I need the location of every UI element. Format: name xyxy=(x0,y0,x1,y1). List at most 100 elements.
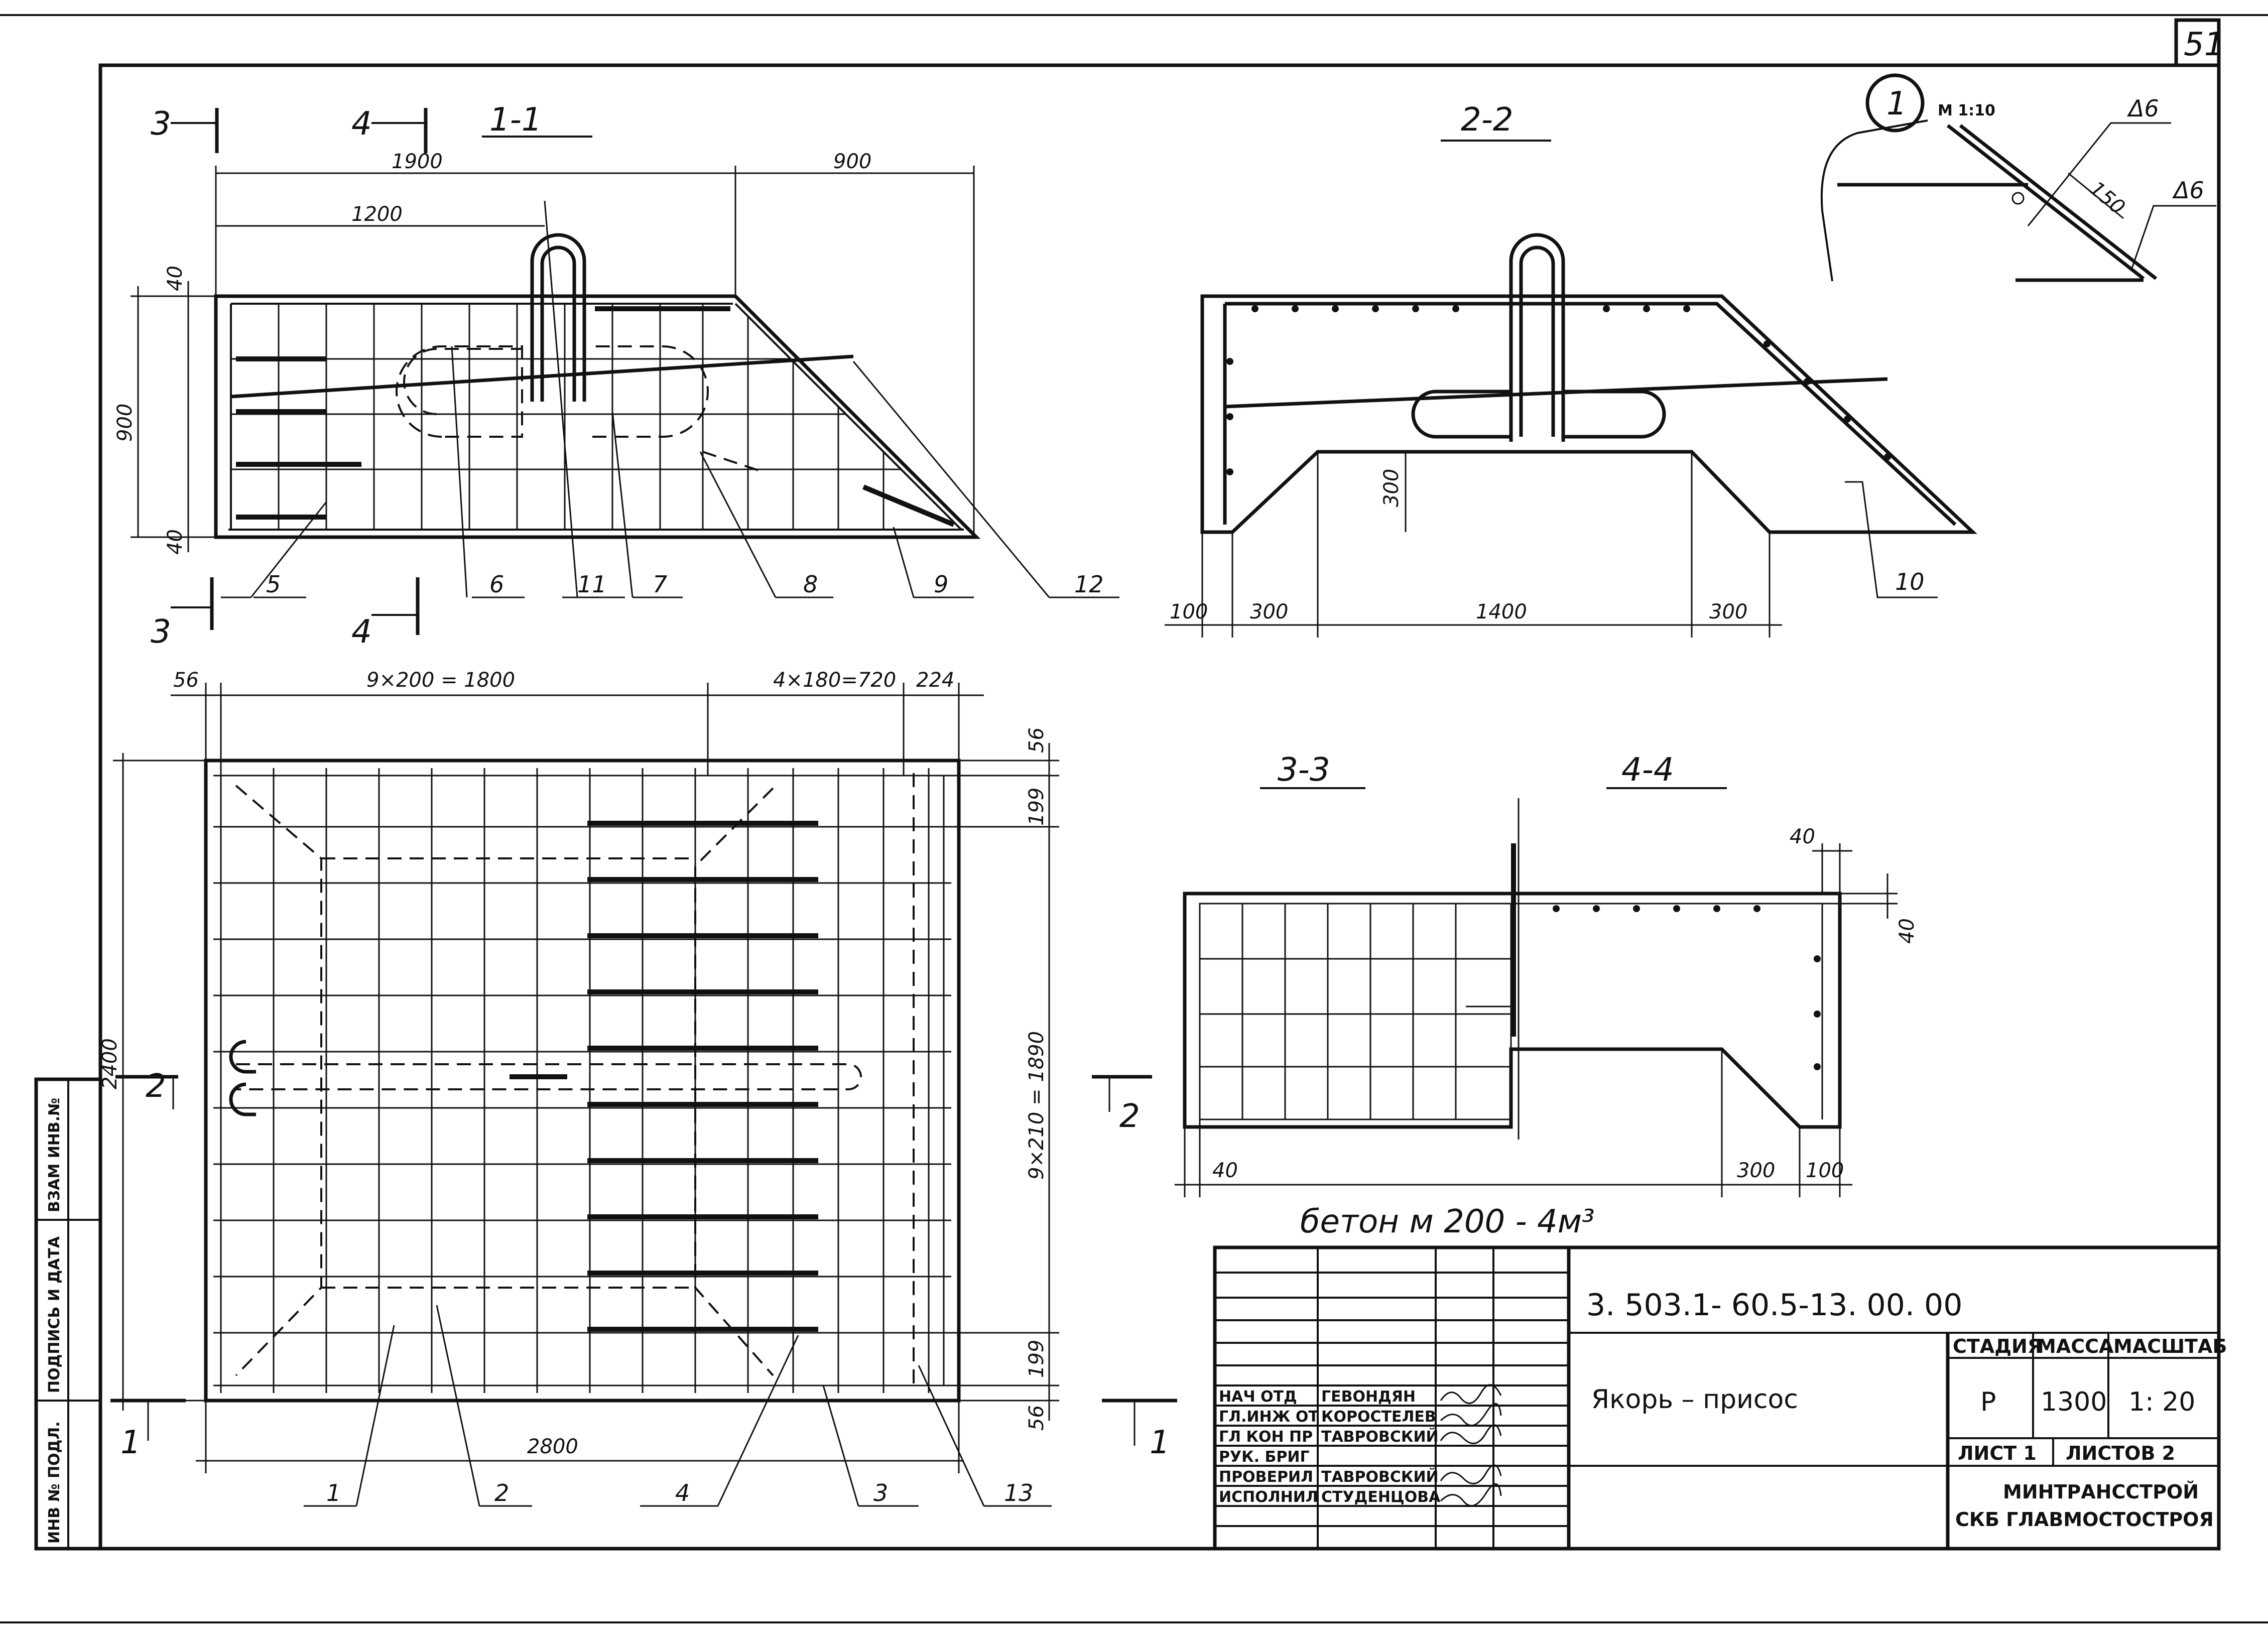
section-1-1-outline xyxy=(214,294,981,539)
side-stamp-vzam: ВЗАМ ИНВ.№ xyxy=(46,1098,63,1212)
detail-number: 1 xyxy=(1886,85,1907,122)
dim-300-right: 300 xyxy=(1709,600,1747,623)
plan-dim-56-top: 56 xyxy=(1025,727,1048,753)
detail-plate xyxy=(1959,124,2158,280)
anchor-loop xyxy=(1563,390,1666,439)
side-stamp-inv-no: ИНВ № ПОДЛ. xyxy=(46,1421,63,1544)
plan-dim-199-bottom: 199 xyxy=(1025,1340,1048,1378)
detail-break-line xyxy=(1820,119,1928,282)
role-1: ГЛ.ИНЖ ОТ xyxy=(1219,1408,1319,1426)
callout-7: 7 xyxy=(653,571,667,598)
dim-900-height: 900 xyxy=(113,404,137,442)
callout-3: 3 xyxy=(873,1479,888,1506)
rebar-dot xyxy=(1226,413,1233,420)
side-stamp: ИНВ № ПОДЛ. ПОДПИСЬ И ДАТА ВЗАМ ИНВ.№ xyxy=(34,1077,102,1551)
lifting-loop xyxy=(1509,233,1565,442)
dashed-recess xyxy=(235,785,322,1376)
s4-dim-40-side: 40 xyxy=(1896,918,1919,944)
scale-value: 1: 20 xyxy=(2128,1387,2195,1417)
org-line-1: МИНТРАНССТРОЙ xyxy=(2003,1481,2199,1503)
org-line-2: СКБ ГЛАВМОСТОСТРОЯ xyxy=(1955,1508,2214,1531)
signature xyxy=(1440,1403,1502,1426)
rebar-dot xyxy=(1814,1063,1821,1070)
rebar-dot xyxy=(1884,453,1891,460)
rebar-dot xyxy=(1753,905,1760,912)
signatures xyxy=(1440,1384,1502,1506)
s3-dim-100: 100 xyxy=(1806,1159,1844,1182)
rebar-dots-4-4 xyxy=(1553,905,1821,1070)
leader-line xyxy=(699,451,777,598)
leader-line xyxy=(1845,481,1938,598)
rebar-dot xyxy=(1593,905,1600,912)
leader-line xyxy=(355,1325,395,1506)
name-1: КОРОСТЕЛЕВ xyxy=(1321,1408,1436,1426)
dim-line xyxy=(2068,172,2124,219)
plan-dim-2400: 2400 xyxy=(98,1038,121,1089)
callout-6: 6 xyxy=(489,571,504,598)
section-mark-1-right: 1 xyxy=(1150,1424,1170,1461)
detail-dim-150: 150 xyxy=(2085,177,2129,219)
signature xyxy=(1440,1424,1502,1444)
callouts-plan: 1 2 4 3 13 xyxy=(304,1305,1052,1507)
dim-1200: 1200 xyxy=(351,203,403,226)
rebar-dot xyxy=(1844,416,1851,423)
section-1-1: 1-1 3 4 3 4 xyxy=(113,101,1119,651)
stage-value: Р xyxy=(1980,1387,1996,1417)
detail-thk-top: Δ6 xyxy=(2127,95,2159,122)
rebar xyxy=(1225,302,1957,526)
stage-header: СТАДИЯ xyxy=(1953,1335,2042,1357)
rebar-dot xyxy=(1633,905,1640,912)
plan-dim-1890: 9×210 = 1890 xyxy=(1025,1031,1048,1180)
signature xyxy=(1440,1464,1502,1484)
s4-dim-40-top: 40 xyxy=(1790,825,1815,848)
s3-dim-40: 40 xyxy=(1212,1159,1238,1182)
dim-1900: 1900 xyxy=(392,150,443,173)
callout-2: 2 xyxy=(494,1479,509,1506)
role-0: НАЧ ОТД xyxy=(1219,1388,1297,1406)
section-mark-3-top: 3 xyxy=(151,105,171,143)
leader-line xyxy=(717,1335,799,1506)
anchor-loop xyxy=(1411,390,1511,439)
detail-marker-circle xyxy=(1865,73,1925,133)
section-mark-4-bottom: 4 xyxy=(351,613,372,651)
rebar-dot xyxy=(1292,305,1299,312)
dashed-loop xyxy=(592,345,709,438)
section-mark-2-right: 2 xyxy=(1119,1098,1140,1135)
signature xyxy=(1440,1384,1502,1404)
signature xyxy=(1440,1483,1502,1506)
section-title-4-4: 4-4 xyxy=(1621,751,1674,789)
mass-value: 1300 xyxy=(2041,1387,2107,1417)
leader-line xyxy=(436,1305,480,1506)
dashed-recess xyxy=(694,787,774,1376)
plan-vertical-rebars xyxy=(220,768,930,1393)
drawing-title: Якорь – присос xyxy=(1591,1384,1798,1415)
detail-1: 1 M 1:10 150 Δ6 Δ6 xyxy=(1820,73,2216,282)
dashed-bar xyxy=(702,451,764,473)
section-mark-2-left: 2 xyxy=(146,1068,166,1105)
leader-line xyxy=(250,501,327,598)
plan-horizontal-rebars xyxy=(213,775,951,1386)
rebar-dot xyxy=(1814,955,1821,962)
dim-300-height: 300 xyxy=(1380,469,1403,507)
callout-5: 5 xyxy=(266,571,281,598)
lifting-loop xyxy=(540,245,576,402)
callout-12: 12 xyxy=(1074,571,1104,598)
section-2-2: 2-2 xyxy=(1165,101,1977,638)
rebar-dot xyxy=(1372,305,1379,312)
callout-9: 9 xyxy=(934,571,948,598)
dim-40-bottom: 40 xyxy=(164,529,187,555)
section-mark-3-bottom: 3 xyxy=(151,613,171,651)
scale-header: МАСШТАБ xyxy=(2113,1335,2227,1357)
drawing-code: 3. 503.1- 60.5-13. 00. 00 xyxy=(1586,1288,1962,1323)
detail-plate xyxy=(1946,124,2145,280)
name-2: ТАВРОВСКИЙ xyxy=(1321,1428,1439,1446)
rebar-dot xyxy=(1804,378,1811,385)
concrete-note: бетон м 200 - 4м³ xyxy=(1300,1203,1595,1240)
section-3-3-grid xyxy=(1200,904,1511,1119)
sheet-label: ЛИСТ 1 xyxy=(1958,1442,2037,1464)
rebar-dot xyxy=(1226,468,1233,475)
rebar-dot xyxy=(1332,305,1339,312)
plan-dim-56-bottom: 56 xyxy=(1025,1405,1048,1431)
dashed-loop xyxy=(403,348,522,415)
